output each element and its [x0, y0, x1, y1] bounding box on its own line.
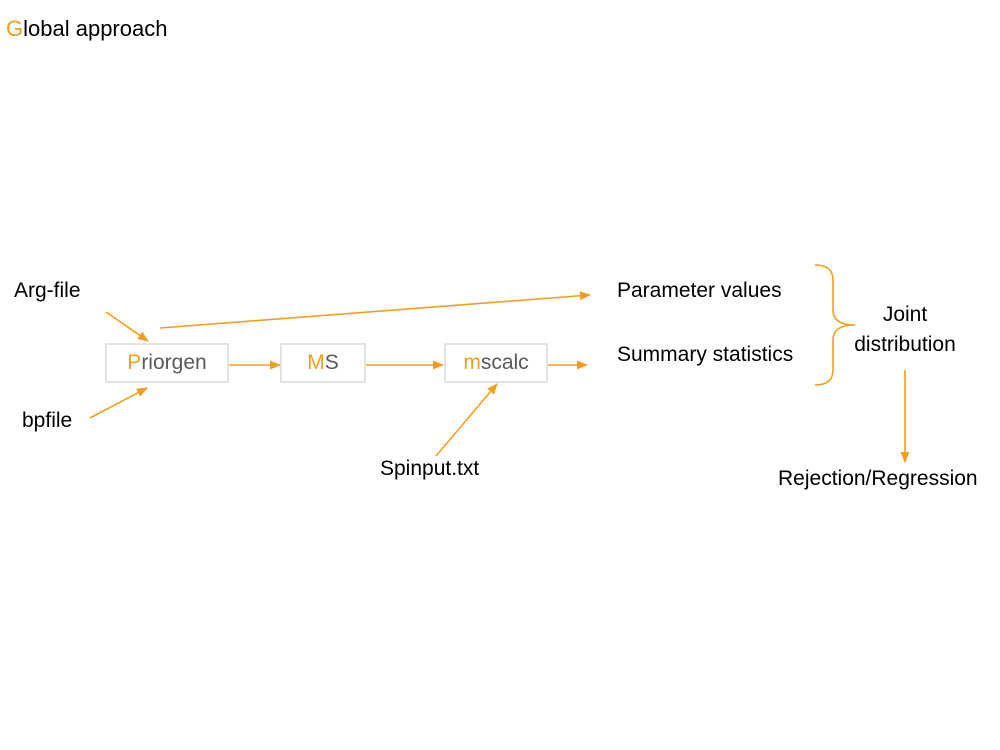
priorgen-accent-letter: P: [127, 351, 142, 374]
joint-label: Joint: [882, 303, 928, 326]
title-rest: lobal approach: [23, 16, 168, 41]
joint-brace: [814, 264, 856, 386]
summary-statistics-label: Summary statistics: [617, 343, 794, 366]
bpfile-label: bpfile: [22, 409, 73, 432]
priorgen-rest: riorgen: [141, 351, 207, 374]
ms-rest: S: [324, 351, 339, 374]
title-accent-letter: G: [6, 16, 24, 41]
ms-accent-letter: M: [307, 351, 325, 374]
spinput-label: Spinput.txt: [380, 457, 480, 480]
arg-file-label: Arg-file: [14, 279, 81, 302]
slide-title: Global approach: [6, 16, 167, 42]
rejection-regression-label: Rejection/Regression: [778, 467, 978, 490]
mscalc-rest: scalc: [480, 351, 529, 374]
distribution-label: distribution: [854, 333, 956, 356]
mscalc-accent-letter: m: [463, 351, 481, 374]
arrow-argfile-to-priorgen: [105, 311, 149, 342]
arrow-bpfile-to-priorgen: [89, 387, 148, 419]
parameter-values-label: Parameter values: [617, 279, 782, 302]
arrow-spinput-to-mscalc: [435, 383, 498, 457]
arrow-priorgen-to-parameters: [159, 291, 592, 329]
